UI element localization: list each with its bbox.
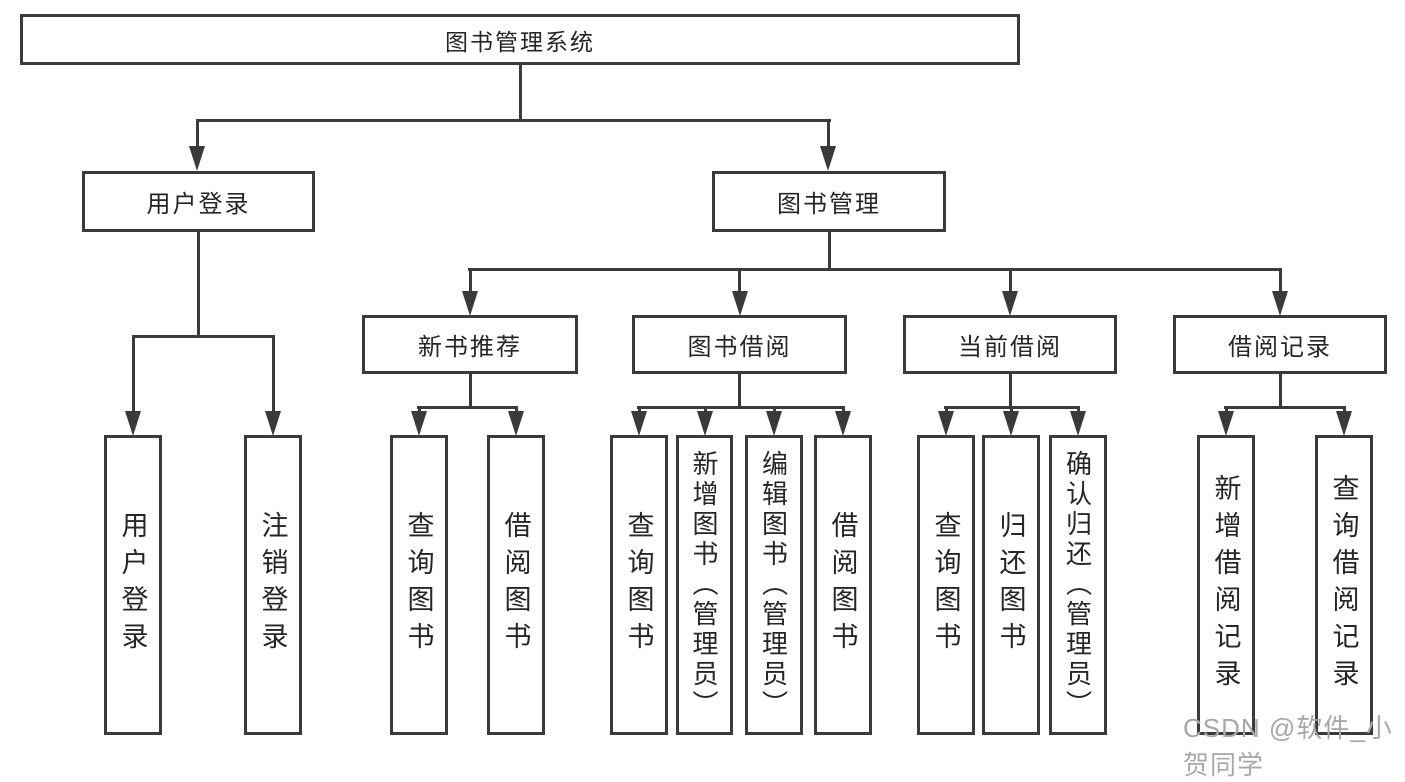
leaf-borrow-books-borrowing-label: 借阅图书 xyxy=(827,511,858,659)
leaf-return-books-label: 归还图书 xyxy=(995,511,1026,659)
leaf-query-books-borrowing: 查询图书 xyxy=(610,435,668,735)
leaf-query-books-current-label: 查询图书 xyxy=(930,511,961,659)
connector-new-book-hline xyxy=(417,406,518,409)
arrowhead-borrowing-leaf1-icon xyxy=(631,411,647,436)
arrowhead-records-leaf1-icon xyxy=(1218,411,1234,436)
arrowhead-book-borrowing-icon xyxy=(732,291,748,316)
connector-borrowing-records-hline xyxy=(1224,406,1346,409)
leaf-user-login: 用户登录 xyxy=(104,435,162,735)
leaf-add-borrow-record: 新增借阅记录 xyxy=(1197,435,1255,735)
connector-root-stub xyxy=(519,65,522,120)
leaf-query-borrow-record: 查询借阅记录 xyxy=(1315,435,1373,735)
connector-to-leaf-user-login xyxy=(132,335,135,413)
leaf-query-books-recommend: 查询图书 xyxy=(390,435,448,735)
connector-user-login-hline xyxy=(132,335,275,338)
connector-current-borrowing-stub xyxy=(1009,373,1012,408)
leaf-user-login-label: 用户登录 xyxy=(117,511,148,659)
leaf-add-borrow-record-label: 新增借阅记录 xyxy=(1210,474,1241,696)
connector-to-book-borrowing xyxy=(738,268,741,293)
connector-to-user-login xyxy=(196,119,199,146)
leaf-confirm-return-admin-label: 确认归还（管理员） xyxy=(1062,450,1093,720)
connector-to-new-book xyxy=(469,268,472,293)
connector-book-management-stub xyxy=(828,232,831,270)
connector-to-current-borrowing xyxy=(1009,268,1012,293)
arrowhead-leaf-logout-icon xyxy=(265,411,281,436)
node-current-borrowing: 当前借阅 xyxy=(903,315,1117,374)
leaf-borrow-books-recommend-label: 借阅图书 xyxy=(500,511,531,659)
connector-l1-hline xyxy=(196,119,831,122)
arrowhead-user-login-icon xyxy=(189,146,205,171)
arrowhead-current-leaf3-icon xyxy=(1070,411,1086,436)
leaf-edit-books-admin: 编辑图书（管理员） xyxy=(745,435,803,735)
node-book-management: 图书管理 xyxy=(712,171,946,232)
leaf-borrow-books-borrowing: 借阅图书 xyxy=(814,435,872,735)
node-borrowing-records: 借阅记录 xyxy=(1173,315,1387,374)
connector-to-leaf-logout xyxy=(272,335,275,413)
node-library-management-system: 图书管理系统 xyxy=(20,14,1020,65)
arrowhead-new-book-icon xyxy=(462,291,478,316)
arrowhead-leaf-user-login-icon xyxy=(125,411,141,436)
connector-book-borrowing-hline xyxy=(637,406,845,409)
connector-borrowing-records-stub xyxy=(1279,373,1282,408)
node-user-login: 用户登录 xyxy=(82,171,315,232)
connector-book-borrowing-stub xyxy=(738,373,741,408)
leaf-add-books-admin: 新增图书（管理员） xyxy=(676,435,733,735)
leaf-return-books: 归还图书 xyxy=(982,435,1040,735)
leaf-query-books-recommend-label: 查询图书 xyxy=(403,511,434,659)
connector-new-book-stub xyxy=(469,373,472,408)
arrowhead-borrowing-leaf2-icon xyxy=(697,411,713,436)
leaf-borrow-books-recommend: 借阅图书 xyxy=(487,435,545,735)
leaf-logout: 注销登录 xyxy=(244,435,302,735)
arrowhead-borrowing-leaf4-icon xyxy=(835,411,851,436)
connector-to-borrowing-records xyxy=(1279,268,1282,293)
arrowhead-borrowing-records-icon xyxy=(1272,291,1288,316)
leaf-query-books-current: 查询图书 xyxy=(917,435,975,735)
arrowhead-newbook-leaf1-icon xyxy=(411,411,427,436)
leaf-logout-label: 注销登录 xyxy=(257,511,288,659)
org-chart-canvas: 图书管理系统 用户登录 图书管理 新书推荐 图书借阅 当前借阅 借阅记录 xyxy=(20,14,1392,780)
arrowhead-borrowing-leaf3-icon xyxy=(766,411,782,436)
connector-to-book-management xyxy=(827,119,830,146)
connector-l3-hline xyxy=(468,268,1282,271)
connector-user-login-stub xyxy=(197,232,200,337)
leaf-query-books-borrowing-label: 查询图书 xyxy=(623,511,654,659)
leaf-query-borrow-record-label: 查询借阅记录 xyxy=(1328,474,1359,696)
arrowhead-records-leaf2-icon xyxy=(1336,411,1352,436)
leaf-add-books-admin-label: 新增图书（管理员） xyxy=(689,450,719,720)
arrowhead-current-borrowing-icon xyxy=(1002,291,1018,316)
arrowhead-book-management-icon xyxy=(820,146,836,171)
leaf-edit-books-admin-label: 编辑图书（管理员） xyxy=(758,450,789,720)
csdn-watermark: CSDN @软件_小贺同学 xyxy=(1183,713,1393,780)
node-new-book-recommendation: 新书推荐 xyxy=(362,315,578,374)
leaf-confirm-return-admin: 确认归还（管理员） xyxy=(1049,435,1107,735)
arrowhead-newbook-leaf2-icon xyxy=(508,411,524,436)
arrowhead-current-leaf1-icon xyxy=(938,411,954,436)
node-book-borrowing: 图书借阅 xyxy=(632,315,847,374)
arrowhead-current-leaf2-icon xyxy=(1003,411,1019,436)
